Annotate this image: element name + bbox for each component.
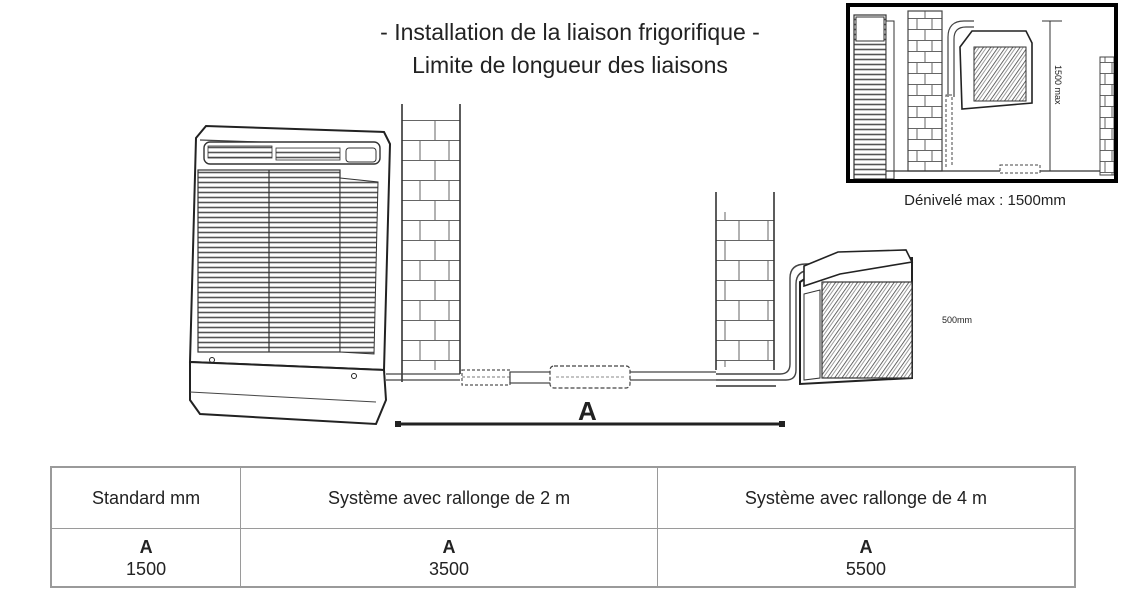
indoor-unit: [188, 124, 392, 426]
header-rallonge-4m: Système avec rallonge de 4 m: [656, 466, 1076, 529]
inset-elevation-view: 1500 max: [846, 3, 1118, 183]
cell-rallonge-4m: A 5500: [656, 528, 1076, 588]
cell-value: 5500: [845, 558, 886, 579]
cell-value: 3500: [428, 558, 470, 579]
cell-value: 1500: [126, 558, 167, 579]
cell-rallonge-2m: A 3500: [240, 528, 658, 588]
distance-a-label: A: [578, 396, 597, 426]
inset-illustration: 1500 max: [853, 10, 1114, 179]
table-header-row: Standard mm Système avec rallonge de 2 m…: [50, 466, 1076, 529]
outdoor-coil: [821, 281, 913, 379]
table-row: A 1500 A 3500 A 5500: [50, 528, 1076, 588]
inset-vertical-label: 1500 max: [1053, 65, 1063, 105]
header-rallonge-2m: Système avec rallonge de 2 m: [240, 466, 658, 529]
dimension-a-line: [395, 421, 785, 427]
cell-symbol: A: [139, 536, 153, 557]
inset-caption: Dénivelé max : 1500mm: [904, 192, 1066, 209]
outdoor-height-label: 500mm: [942, 315, 973, 325]
outdoor-top-cover: [803, 249, 914, 288]
line-connector: [549, 365, 631, 389]
cell-symbol: A: [442, 536, 456, 557]
title-line-1: - Installation de la liaison frigorifiqu…: [380, 19, 760, 45]
outdoor-unit: [799, 249, 914, 386]
length-limit-table: Standard mm Système avec rallonge de 2 m…: [50, 466, 1076, 588]
diagram-title: - Installation de la liaison frigorifiqu…: [330, 16, 810, 82]
header-standard: Standard mm: [50, 466, 242, 529]
indoor-base: [189, 360, 388, 426]
title-line-2: Limite de longueur des liaisons: [412, 52, 728, 78]
cell-symbol: A: [859, 536, 873, 557]
left-wall: [401, 104, 461, 382]
cell-standard: A 1500: [50, 528, 242, 588]
right-wall: [715, 192, 775, 370]
